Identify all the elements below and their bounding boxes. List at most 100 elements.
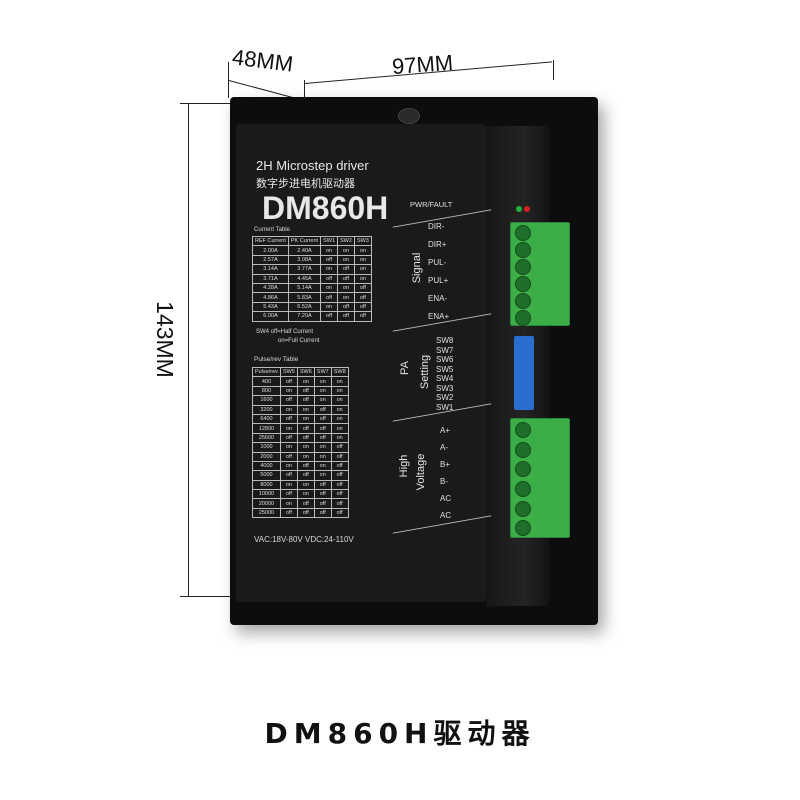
table-cell: off xyxy=(320,254,339,266)
dip-switch-block[interactable] xyxy=(514,336,534,410)
terminal-screw[interactable] xyxy=(515,258,531,275)
terminal-screw[interactable] xyxy=(515,275,531,292)
table-cell: 12800 xyxy=(252,423,281,434)
table-cell: 25000 xyxy=(252,507,281,519)
side-port-label: DIR- xyxy=(428,222,445,231)
height-dim-label: 143MM xyxy=(151,301,178,378)
table-cell: 6.52A xyxy=(287,301,322,313)
sw4-note-1: SW4 off=Half Current xyxy=(256,329,314,335)
terminal-screw[interactable] xyxy=(515,292,531,309)
table-cell: off xyxy=(313,479,332,491)
top-screw xyxy=(398,108,420,124)
table-cell: on xyxy=(330,432,349,444)
table-cell: 1600 xyxy=(252,395,281,406)
table-header-cell: REF Current xyxy=(252,235,289,247)
side-port-label: B- xyxy=(440,477,448,486)
table-cell: on xyxy=(296,479,315,491)
terminal-screw[interactable] xyxy=(515,421,531,438)
side-port-label: SW8 xyxy=(436,336,454,345)
table-cell: off xyxy=(296,498,315,509)
terminal-screw[interactable] xyxy=(515,241,531,258)
table-cell: 5.83A xyxy=(287,292,322,303)
table-cell: 25600 xyxy=(252,432,281,444)
table-header-cell: SW3 xyxy=(353,235,372,247)
table-cell: off xyxy=(279,470,298,481)
table-cell: off xyxy=(279,489,298,500)
signal-terminal-block[interactable] xyxy=(510,222,570,326)
table-cell: off xyxy=(296,395,315,406)
side-port-label: AC xyxy=(440,494,452,503)
terminal-screw[interactable] xyxy=(515,441,531,458)
terminal-screw[interactable] xyxy=(515,224,531,241)
table-cell: off xyxy=(330,498,349,509)
terminal-screw[interactable] xyxy=(515,500,531,517)
table-cell: off xyxy=(353,301,372,313)
table-cell: on xyxy=(279,385,298,397)
side-port-label: A- xyxy=(440,443,448,452)
current-table-title: Current Table xyxy=(254,227,290,233)
depth-tick-left xyxy=(228,62,230,98)
table-cell: on xyxy=(337,282,355,294)
terminal-screw[interactable] xyxy=(515,461,531,478)
table-cell: 6400 xyxy=(252,413,281,425)
side-port-label: SW1 xyxy=(436,402,454,412)
table-cell: off xyxy=(313,507,332,519)
table-cell: off xyxy=(296,470,315,481)
table-cell: off xyxy=(313,423,332,434)
table-cell: on xyxy=(279,442,298,453)
table-cell: 20000 xyxy=(252,498,281,509)
side-port-label: PUL+ xyxy=(428,276,449,285)
table-cell: off xyxy=(296,432,315,444)
table-cell: 3.71A xyxy=(252,273,289,284)
table-cell: off xyxy=(279,395,298,406)
pa-group-label-2: Setting xyxy=(419,354,431,390)
table-cell: 3200 xyxy=(252,404,281,415)
terminal-screw[interactable] xyxy=(515,520,531,537)
table-cell: off xyxy=(313,489,332,500)
table-cell: off xyxy=(296,507,315,519)
table-cell: on xyxy=(279,423,298,434)
table-cell: on xyxy=(296,376,315,387)
table-cell: 2000 xyxy=(252,451,281,462)
table-cell: 4.28A xyxy=(252,282,289,294)
table-cell: on xyxy=(313,376,332,387)
table-cell: on xyxy=(353,245,372,256)
table-cell: off xyxy=(279,507,298,519)
table-header-cell: SW5 xyxy=(279,366,298,378)
product-caption: DM860H驱动器 xyxy=(264,717,536,750)
table-cell: on xyxy=(320,282,339,294)
table-cell: off xyxy=(296,460,315,472)
terminal-screw[interactable] xyxy=(515,309,531,326)
table-cell: on xyxy=(313,395,332,406)
table-cell: off xyxy=(320,292,339,303)
table-header-cell: SW6 xyxy=(296,366,315,378)
table-cell: off xyxy=(313,498,332,509)
side-port-label: DIR+ xyxy=(428,240,447,249)
table-cell: off xyxy=(330,442,349,453)
table-cell: 5000 xyxy=(252,470,281,481)
table-cell: on xyxy=(330,385,349,397)
sw4-note-2: on=Full Current xyxy=(278,338,320,344)
table-cell: off xyxy=(330,451,349,462)
table-cell: 5.43A xyxy=(252,301,289,313)
table-cell: on xyxy=(313,442,332,453)
pa-group-label-1: PA xyxy=(399,361,411,375)
hv-group-label-1: High xyxy=(398,454,410,478)
depth-tick-right xyxy=(304,80,306,106)
terminal-screw[interactable] xyxy=(515,480,531,497)
power-terminal-block[interactable] xyxy=(510,418,570,538)
side-port-label: SW5 xyxy=(436,364,454,374)
table-cell: off xyxy=(313,413,332,425)
